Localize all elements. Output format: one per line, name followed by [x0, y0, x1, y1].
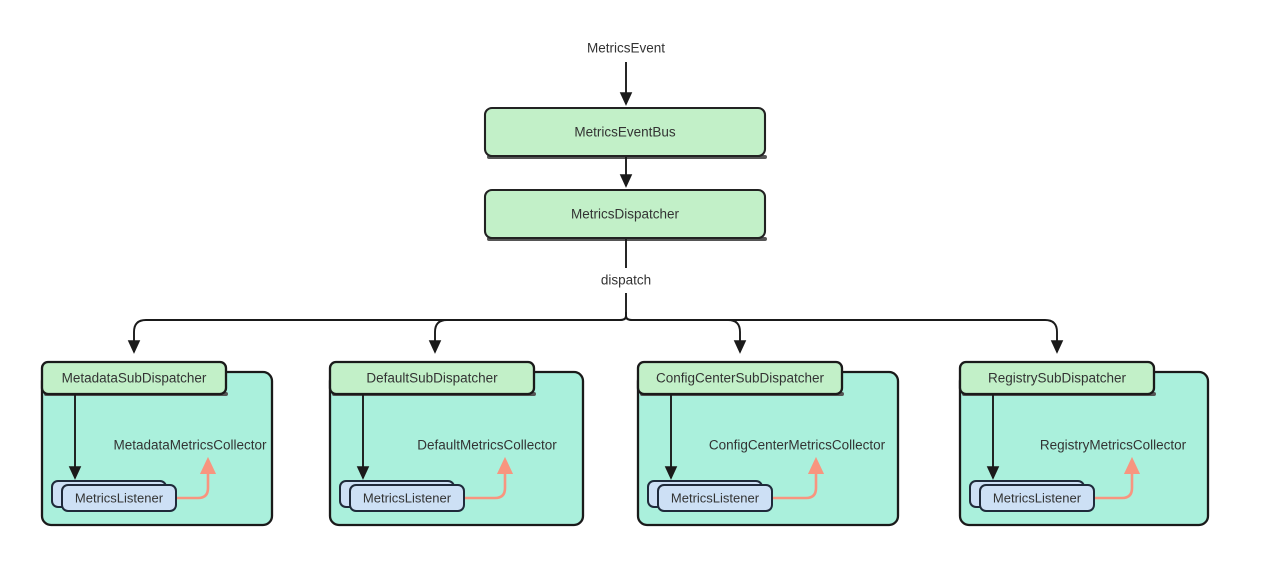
listener-label: MetricsListener — [993, 490, 1082, 505]
collector-label: RegistryMetricsCollector — [1040, 438, 1187, 453]
node-metrics-dispatcher[interactable]: MetricsDispatcher — [483, 188, 767, 241]
branch-group-registry: RegistrySubDispatcher RegistryMetricsCol… — [958, 360, 1210, 527]
node-label: MetricsEventBus — [574, 125, 676, 140]
edge-listener-to-collector — [177, 456, 217, 500]
sub-dispatcher-label: RegistrySubDispatcher — [988, 371, 1127, 386]
dispatch-edge-label: dispatch — [601, 273, 651, 288]
sub-dispatcher-label: ConfigCenterSubDispatcher — [656, 371, 825, 386]
node-metrics-listener[interactable]: MetricsListener — [349, 484, 465, 512]
edge-listener-to-collector — [1095, 456, 1141, 500]
listener-label: MetricsListener — [671, 490, 760, 505]
branch-group-default: DefaultSubDispatcher DefaultMetricsColle… — [328, 360, 585, 527]
edge-dispatch-to-metadata — [127, 312, 627, 354]
node-sub-dispatcher[interactable]: DefaultSubDispatcher — [328, 360, 536, 396]
branch-group-configcenter: ConfigCenterSubDispatcher ConfigCenterMe… — [636, 360, 900, 527]
collector-label: ConfigCenterMetricsCollector — [709, 438, 886, 453]
node-metrics-listener[interactable]: MetricsListener — [657, 484, 773, 512]
node-metrics-listener[interactable]: MetricsListener — [61, 484, 177, 512]
node-metrics-event-bus[interactable]: MetricsEventBus — [483, 106, 767, 159]
sub-dispatcher-label: MetadataSubDispatcher — [62, 371, 207, 386]
collector-label: DefaultMetricsCollector — [417, 438, 557, 453]
node-sub-dispatcher[interactable]: RegistrySubDispatcher — [958, 360, 1156, 396]
listener-label: MetricsListener — [75, 490, 164, 505]
node-metrics-listener[interactable]: MetricsListener — [979, 484, 1095, 512]
edge-dispatch-to-registry — [625, 312, 1064, 354]
entry-label: MetricsEvent — [587, 41, 665, 56]
edge-dispatch-to-default — [428, 312, 627, 354]
node-sub-dispatcher[interactable]: MetadataSubDispatcher — [40, 360, 228, 396]
edge-dispatch-to-configcenter — [625, 312, 747, 354]
node-sub-dispatcher[interactable]: ConfigCenterSubDispatcher — [636, 360, 844, 396]
branch-group-metadata: MetadataSubDispatcher MetadataMetricsCol… — [40, 360, 274, 527]
edge-listener-to-collector — [773, 456, 825, 500]
node-label: MetricsDispatcher — [571, 207, 680, 222]
sub-dispatcher-label: DefaultSubDispatcher — [366, 371, 498, 386]
collector-label: MetadataMetricsCollector — [113, 438, 267, 453]
edge-listener-to-collector — [465, 456, 514, 500]
listener-label: MetricsListener — [363, 490, 452, 505]
